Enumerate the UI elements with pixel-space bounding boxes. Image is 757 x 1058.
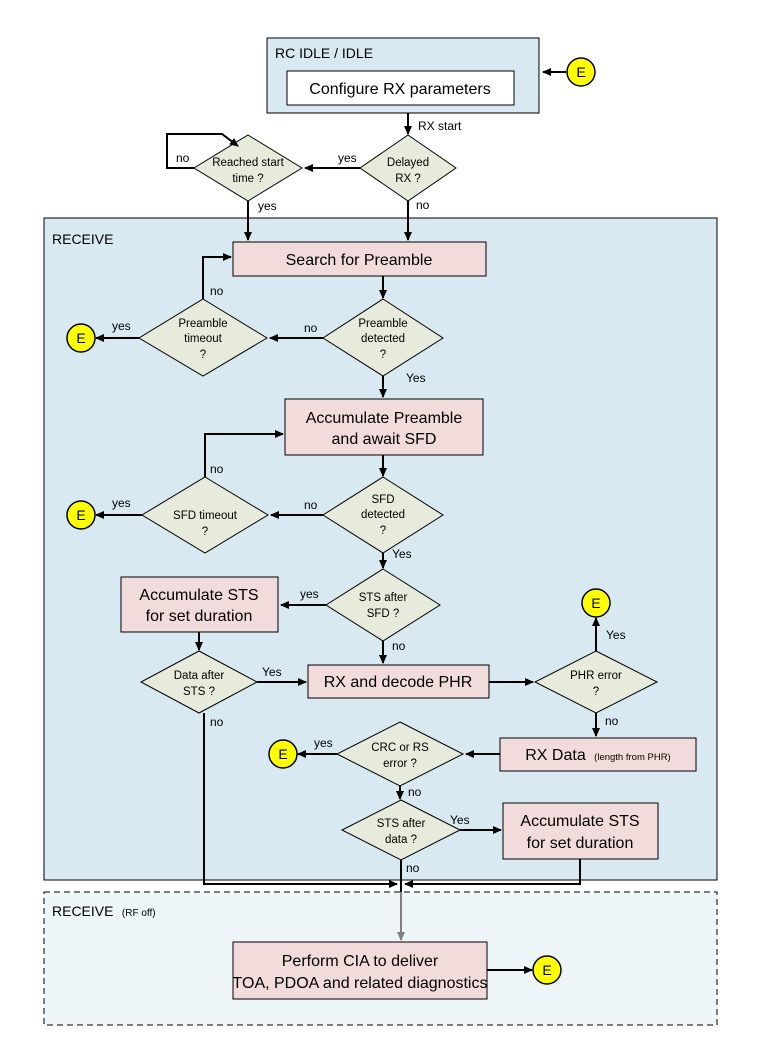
phr-error-label-2: ? <box>593 686 599 698</box>
sts-after-sfd-label-2: SFD ? <box>367 608 400 620</box>
crc-rs-error-label-1: CRC or RS <box>371 742 429 754</box>
arrow-reached-no-loop <box>166 133 239 169</box>
sfd-detected-label-3: ? <box>380 525 386 537</box>
accumulate-preamble-label-2: and await SFD <box>332 431 437 448</box>
sfd-timeout-label-2: ? <box>202 526 208 538</box>
data-after-sts-decision <box>139 650 259 714</box>
rx-data-main: RX Data <box>525 747 586 764</box>
end-label: E <box>278 746 287 762</box>
configure-rx-label: Configure RX parameters <box>309 81 490 98</box>
edge-rx-start: RX start <box>418 119 462 133</box>
edge-pre-det-yes: Yes <box>406 371 426 385</box>
edge-delayed-yes: yes <box>338 151 357 165</box>
sts-after-data-label-1: STS after <box>377 818 426 830</box>
receive-rf-off-title: RECEIVE (RF off) <box>52 903 156 920</box>
edge-data-sts-yes: Yes <box>262 665 282 679</box>
rx-data-label: RX Data (length from PHR) <box>525 747 670 764</box>
end-label: E <box>542 962 551 978</box>
arrow-data-sts-no <box>203 713 398 888</box>
edge-pre-to-yes: yes <box>112 319 131 333</box>
rf-off-note: (RF off) <box>122 908 156 919</box>
edge-reached-yes: yes <box>258 199 277 213</box>
accumulate-sts-1-label-2: for set duration <box>146 608 253 625</box>
idle-section-title: RC IDLE / IDLE <box>275 45 373 61</box>
receive-rf-off-label: RECEIVE <box>52 903 113 919</box>
end-terminator-top: E <box>566 57 596 87</box>
sfd-detected-label-2: detected <box>361 509 405 521</box>
preamble-timeout-label-1: Preamble <box>178 318 227 330</box>
rx-decode-phr-box <box>307 664 490 699</box>
edge-sts-sfd-no: no <box>392 639 406 653</box>
edge-crc-no: no <box>408 785 422 799</box>
delayed-rx-label-1: Delayed <box>387 157 429 169</box>
edge-sts-sfd-yes: yes <box>300 587 319 601</box>
end-terminator-cia: E <box>532 955 562 985</box>
preamble-detected-label-3: ? <box>380 349 386 361</box>
rx-decode-phr-label: RX and decode PHR <box>324 674 473 691</box>
arrow-pre-to-no <box>202 253 232 299</box>
arrow-acc-sts2-merge <box>404 859 581 888</box>
preamble-timeout-label-3: ? <box>200 349 206 361</box>
reached-start-label-1: Reached start <box>212 157 284 169</box>
rx-data-box <box>499 737 697 772</box>
edge-sfd-to-no: no <box>210 462 224 476</box>
receive-section-title: RECEIVE <box>52 231 113 247</box>
end-terminator-sfd-timeout: E <box>66 500 96 530</box>
sfd-timeout-decision <box>141 476 269 554</box>
edge-sfd-to-yes: yes <box>112 496 131 510</box>
delayed-rx-label-2: RX ? <box>395 173 421 185</box>
crc-rs-error-label-2: error ? <box>383 758 417 770</box>
sts-after-data-label-2: data ? <box>385 834 417 846</box>
edge-sfd-det-yes: Yes <box>392 547 412 561</box>
arrow-sfd-to-no <box>204 430 284 477</box>
search-preamble-label: Search for Preamble <box>286 252 433 269</box>
accumulate-sts-2-label-1: Accumulate STS <box>520 813 639 830</box>
connectors <box>95 68 600 974</box>
preamble-timeout-decision <box>138 298 268 377</box>
accumulate-sts-1-box <box>120 576 279 633</box>
edge-phr-no: no <box>605 714 619 728</box>
end-terminator-preamble-timeout: E <box>66 323 96 353</box>
accumulate-preamble-box <box>284 398 484 456</box>
preamble-detected-label-1: Preamble <box>358 318 407 330</box>
reached-start-label-2: time ? <box>232 173 263 185</box>
data-after-sts-label-2: STS ? <box>183 686 215 698</box>
end-terminator-phr-error: E <box>581 588 611 618</box>
end-terminator-crc-error: E <box>268 739 298 769</box>
perform-cia-label-1: Perform CIA to deliver <box>282 953 439 970</box>
end-label: E <box>591 595 600 611</box>
end-label: E <box>76 507 85 523</box>
perform-cia-box <box>232 941 488 1000</box>
sfd-timeout-label-1: SFD timeout <box>173 510 238 522</box>
accumulate-sts-1-label-1: Accumulate STS <box>139 587 258 604</box>
edge-phr-yes: Yes <box>606 628 626 642</box>
accumulate-preamble-label-1: Accumulate Preamble <box>306 410 463 427</box>
sts-after-sfd-label-1: STS after <box>359 592 408 604</box>
edge-sts-data-yes: Yes <box>450 813 470 827</box>
edge-pre-det-no: no <box>304 321 318 335</box>
end-label: E <box>76 330 85 346</box>
data-after-sts-label-1: Data after <box>174 670 225 682</box>
accumulate-sts-2-box <box>502 802 659 860</box>
accumulate-sts-2-label-2: for set duration <box>527 835 634 852</box>
end-label: E <box>576 64 585 80</box>
phr-error-label-1: PHR error <box>570 670 622 682</box>
rx-data-note: (length from PHR) <box>594 752 671 763</box>
configure-rx-box <box>286 70 515 106</box>
edge-sts-data-no: no <box>406 861 420 875</box>
edge-reached-no: no <box>176 151 190 165</box>
preamble-timeout-label-2: timeout <box>184 333 223 345</box>
preamble-detected-label-2: detected <box>361 333 405 345</box>
edge-sfd-det-no: no <box>304 498 318 512</box>
edge-delayed-no: no <box>416 198 430 212</box>
perform-cia-label-2: TOA, PDOA and related diagnostics <box>233 975 488 992</box>
edge-pre-to-no: no <box>210 284 224 298</box>
edge-crc-yes: yes <box>314 736 333 750</box>
sfd-detected-label-1: SFD <box>372 494 395 506</box>
edge-data-sts-no: no <box>210 715 224 729</box>
search-preamble-box <box>232 241 487 277</box>
